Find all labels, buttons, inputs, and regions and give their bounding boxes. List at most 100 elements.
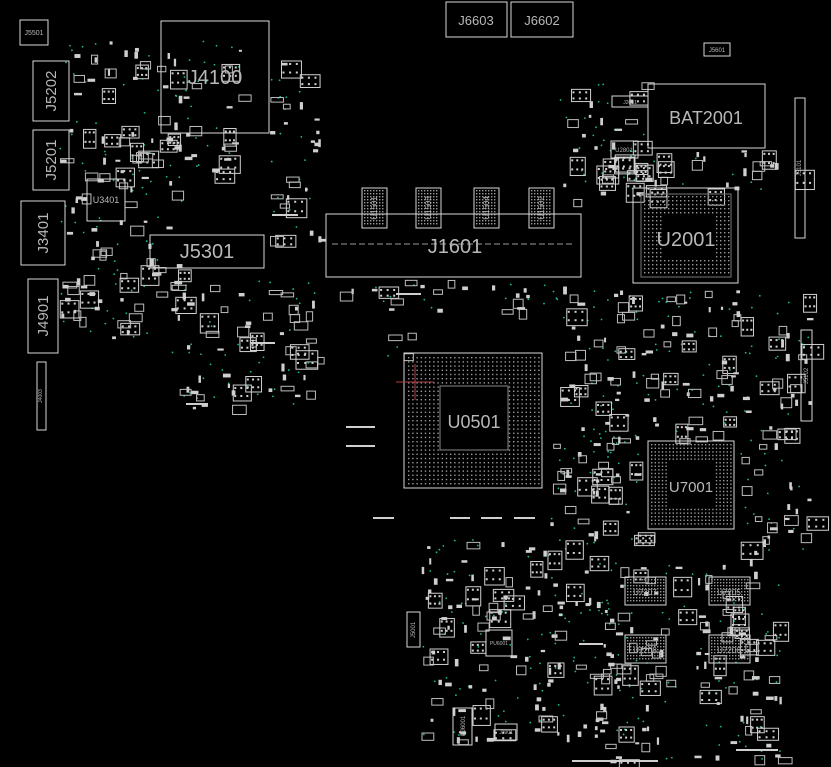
component-J5201[interactable]: J5201 [32,129,70,191]
bga-ball [663,597,665,599]
component-U7001[interactable]: U7001 [647,440,735,530]
component-J5001[interactable]: J5001 [406,611,421,648]
bga-ball [630,637,632,639]
component-U7205[interactable]: U7205 [708,576,751,606]
component-PJ6001[interactable]: PJ6001 [452,707,473,746]
component-J5601[interactable]: J5601 [703,42,731,57]
bga-ball [715,472,718,475]
bga-ball [534,357,536,359]
label-U3401: U3401 [93,195,120,205]
bga-ball [720,220,722,222]
component-U3401[interactable]: U3401 [86,178,126,222]
bga-ball [454,369,456,371]
via-dot [527,298,530,301]
bga-ball [697,512,700,514]
smd-part [588,597,592,606]
via-dot [600,318,603,321]
via-dot [630,155,632,157]
component-J3401[interactable]: J3401 [20,200,66,266]
bga-ball [525,470,527,472]
bga-ball [697,516,700,518]
bga-ball [433,474,435,476]
via-dot [593,290,596,293]
via-dot [633,178,636,181]
bga-ball [534,436,536,439]
component-U7208[interactable]: U7208 [624,634,667,664]
bga-ball [672,454,674,457]
bga-ball [538,378,540,380]
bga-ball [420,466,422,468]
component-J5501[interactable]: J5501 [19,19,49,46]
bga-ball [525,382,527,384]
component-U2801[interactable]: U2801 [610,140,639,159]
bga-ball [669,508,671,511]
component-U7207[interactable]: U7207 [624,576,667,606]
bga-ball [648,594,650,596]
component-U1504[interactable]: U1504 [473,187,500,229]
smd-part [66,231,74,235]
bga-ball [716,236,718,238]
bga-ball [654,451,656,453]
bga-ball [424,205,426,207]
component-J6602[interactable]: J6602 [510,1,574,38]
smd-part [119,277,140,293]
component-U1502[interactable]: U1502 [528,187,555,229]
component-J4003[interactable]: J4003 [36,361,47,431]
component-BAT2001[interactable]: BAT2001 [647,83,766,149]
bga-ball [652,264,654,266]
bga-ball [738,658,740,660]
smd-part [547,550,563,571]
bga-ball [726,462,728,464]
component-J6603[interactable]: J6603 [445,1,508,38]
smd-part [484,567,505,586]
bga-ball [639,585,641,587]
smd-part [294,394,301,398]
via-dot [213,396,216,399]
bga-ball [663,655,665,657]
bga-ball [642,585,644,587]
bga-ball [436,196,438,198]
smd-part [728,686,738,695]
bga-ball [496,357,498,359]
component-J1601[interactable]: J1601 [325,213,582,278]
smd-part [89,292,95,297]
smd-part [577,477,598,497]
smd-part [99,250,107,261]
bga-ball [494,214,496,216]
bga-ball [651,458,653,460]
component-J5202[interactable]: J5202 [32,60,70,122]
component-U1501[interactable]: U1501 [361,187,388,229]
bga-ball [719,501,721,503]
via-dot [446,573,449,575]
component-J2001[interactable]: J2001 [611,95,649,108]
component-J5102[interactable]: J5102 [800,329,813,422]
bga-ball [645,579,647,581]
component-U0501[interactable]: U0501 [403,352,543,489]
bga-ball [665,508,667,511]
via-dot [526,638,529,641]
component-J5301[interactable]: J5301 [149,234,265,269]
component-J5101[interactable]: J5101 [794,97,806,239]
via-dot [501,611,504,613]
bga-ball [437,470,439,472]
bga-ball [708,458,710,460]
bga-ball [660,260,662,262]
component-U2001[interactable]: U2001 [632,187,739,284]
bga-ball [688,268,690,270]
component-J3901[interactable]: J3901 [494,723,518,741]
bga-ball [531,202,533,204]
component-J4100[interactable]: J4100 [160,20,270,134]
bga-ball [517,428,519,430]
component-U7206[interactable]: U7206 [708,634,751,664]
component-J4901[interactable]: J4901 [27,278,59,354]
bga-ball [525,415,527,418]
bga-ball [412,428,414,430]
bga-ball [651,523,653,525]
bga-ball [684,268,686,270]
component-U1503[interactable]: U1503 [415,187,442,229]
bga-ball [651,447,653,449]
bga-ball [720,600,722,602]
bga-ball [430,196,432,198]
component-PU6001[interactable]: PU6001 [485,629,513,657]
